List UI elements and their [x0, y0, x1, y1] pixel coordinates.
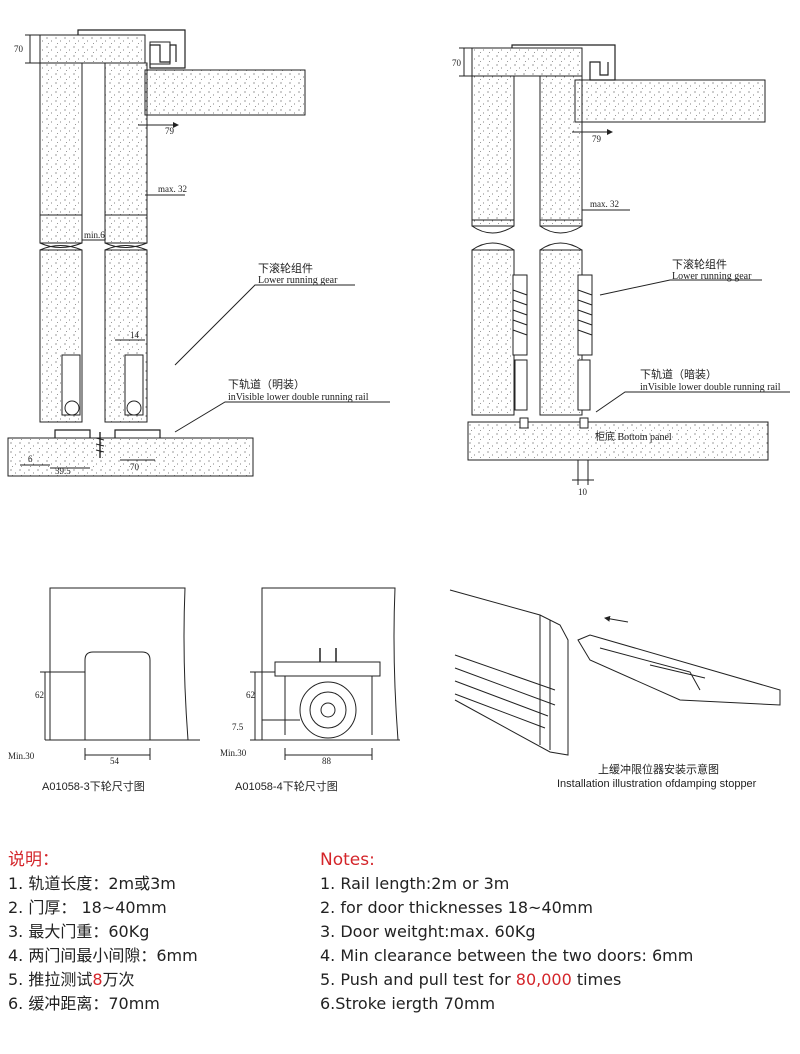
notes-cn-item-3: 3. 最大门重：60Kg — [8, 922, 150, 941]
notes-cn-item-5-pre: 5. 推拉测试 — [8, 970, 93, 989]
tl-dim-14: 14 — [130, 330, 140, 340]
tl-dim-min6: min.6 — [84, 230, 105, 240]
tl-dim-70: 70 — [14, 44, 24, 54]
tr-dim-79: 79 — [592, 134, 602, 144]
notes-en-item-5-red: 80,000 — [515, 970, 572, 989]
w4-caption: A01058-4下轮尺寸图 — [235, 779, 338, 793]
notes-cn-item-5-red: 8 — [92, 970, 103, 989]
w3-dim-54: 54 — [110, 756, 120, 766]
notes-cn-item-5: 5. 推拉测试8万次 — [8, 968, 198, 992]
tl-dim-6: 6 — [28, 454, 33, 464]
tr-dim-10: 10 — [578, 487, 588, 497]
tl-dim-79: 79 — [165, 126, 175, 136]
tr-rail-cn: 下轨道（暗装） — [640, 367, 717, 381]
w3-caption: A01058-3下轮尺寸图 — [42, 779, 145, 793]
tl-dim-max32: max. 32 — [158, 184, 187, 194]
w4-dim-7-5: 7.5 — [232, 722, 244, 732]
w4-dim-88: 88 — [322, 756, 332, 766]
wheel-4-drawing — [250, 587, 400, 760]
tr-dim-max32: max. 32 — [590, 199, 619, 209]
notes-en-item-2: 2. for door thicknesses 18~40mm — [320, 898, 593, 917]
tr-dim-70: 70 — [452, 58, 462, 68]
stopper-caption-en: Installation illustration ofdamping stop… — [557, 778, 757, 790]
tr-rail-en: inVisible lower double running rail — [640, 382, 781, 393]
tr-bottom-panel: 柜底 Bottom panel — [595, 430, 672, 443]
notes-en-item-5-pre: 5. Push and pull test for — [320, 970, 516, 989]
tl-dim-70b: 70 — [130, 462, 140, 472]
tl-dim-39-5: 39.5 — [55, 466, 71, 476]
notes-cn-item-2: 2. 门厚： 18~40mm — [8, 898, 167, 917]
w4-dim-min30: Min.30 — [220, 748, 247, 758]
notes-cn-item-5-post: 万次 — [102, 970, 135, 989]
w3-dim-min30: Min.30 — [8, 751, 35, 761]
notes-english: Notes: 1. Rail length:2m or 3m 2. for do… — [320, 848, 693, 1016]
w3-dim-62: 62 — [35, 690, 44, 700]
tr-gear-cn: 下滚轮组件 — [672, 257, 727, 271]
notes-cn-item-4: 4. 两门间最小间隙：6mm — [8, 946, 198, 965]
notes-en-item-1: 1. Rail length:2m or 3m — [320, 874, 510, 893]
notes-cn-item-6: 6. 缓冲距离：70mm — [8, 994, 160, 1013]
tl-rail-cn: 下轨道（明装） — [228, 377, 305, 391]
notes-en-item-3: 3. Door weitght:max. 60Kg — [320, 922, 536, 941]
notes-en-heading: Notes: — [320, 850, 375, 870]
notes-en-item-5: 5. Push and pull test for 80,000 times — [320, 968, 693, 992]
notes-en-item-4: 4. Min clearance between the two doors: … — [320, 946, 694, 965]
notes-chinese: 说明： 1. 轨道长度：2m或3m 2. 门厚： 18~40mm 3. 最大门重… — [8, 848, 198, 1016]
notes-en-item-5-post: times — [571, 970, 622, 989]
notes-cn-heading: 说明： — [8, 850, 59, 870]
damping-stopper-drawing — [449, 589, 781, 756]
stopper-caption-cn: 上缓冲限位器安装示意图 — [598, 762, 719, 776]
wheel-3-drawing — [40, 587, 200, 760]
top-right-section-drawing — [459, 44, 790, 485]
tl-gear-en: Lower running gear — [258, 275, 338, 286]
notes-cn-item-1: 1. 轨道长度：2m或3m — [8, 874, 176, 893]
tl-gear-cn: 下滚轮组件 — [258, 261, 313, 275]
w4-dim-62: 62 — [246, 690, 255, 700]
notes-en-item-6: 6.Stroke iergth 70mm — [320, 994, 496, 1013]
top-left-section-drawing — [7, 29, 390, 477]
tl-rail-en: inVisible lower double running rail — [228, 392, 369, 403]
tr-gear-en: Lower running gear — [672, 271, 752, 282]
